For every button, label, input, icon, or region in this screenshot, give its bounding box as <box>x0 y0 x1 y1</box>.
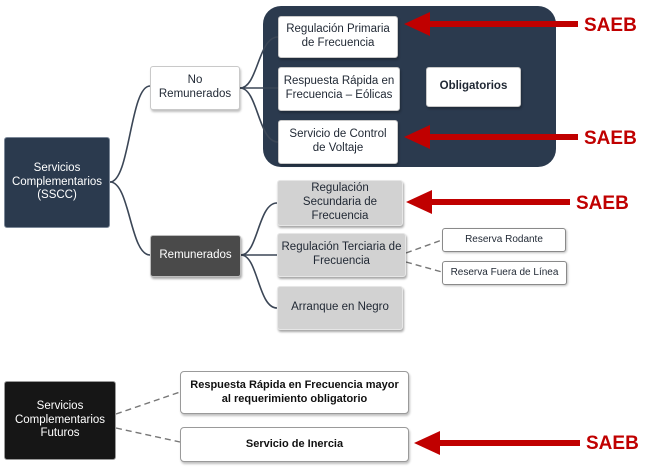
subitem-reserva-rodante: Reserva Rodante <box>442 228 566 252</box>
remunerados-label: Remunerados <box>159 249 232 262</box>
service-control-voltaje: Servicio de Control de Voltaje <box>278 120 398 164</box>
service-label: Arranque en Negro <box>291 301 389 314</box>
subitem-label: Reserva Fuera de Línea <box>450 267 559 278</box>
saeb-arrow-head <box>414 431 440 455</box>
futuros-label: Servicios Complementarios Futuros <box>14 399 106 440</box>
no-remunerados-label: No Remunerados <box>158 74 232 100</box>
service-regulacion-secundaria: Regulación Secundaria de Frecuencia <box>277 180 403 226</box>
future-respuesta-rapida: Respuesta Rápida en Frecuencia mayor al … <box>180 371 409 414</box>
service-label: Servicio de Control de Voltaje <box>289 128 387 154</box>
subitem-reserva-fuera-linea: Reserva Fuera de Línea <box>442 261 567 285</box>
service-regulacion-primaria: Regulación Primaria de Frecuencia <box>278 16 398 58</box>
service-label: Respuesta Rápida en Frecuencia – Eólicas <box>283 75 395 101</box>
obligatorios-label: Obligatorios <box>439 80 508 93</box>
service-label: Regulación Terciaria de Frecuencia <box>281 241 402 267</box>
saeb-label: SAEB <box>584 128 637 149</box>
root-node: Servicios Complementarios (SSCC) <box>4 137 110 228</box>
saeb-arrow-head <box>406 190 432 214</box>
root-label: Servicios Complementarios (SSCC) <box>11 161 103 202</box>
saeb-arrow-head <box>404 125 430 149</box>
service-regulacion-terciaria: Regulación Terciaria de Frecuencia <box>277 233 406 277</box>
future-label: Servicio de Inercia <box>245 437 344 450</box>
saeb-label: SAEB <box>576 193 629 214</box>
saeb-label: SAEB <box>586 433 639 454</box>
obligatorios-label-box: Obligatorios <box>426 67 521 107</box>
saeb-arrow-head <box>404 12 430 36</box>
no-remunerados-node: No Remunerados <box>150 66 240 110</box>
remunerados-node: Remunerados <box>150 235 241 277</box>
service-label: Regulación Secundaria de Frecuencia <box>302 182 378 222</box>
future-label: Respuesta Rápida en Frecuencia mayor al … <box>190 379 399 405</box>
service-label: Regulación Primaria de Frecuencia <box>286 23 390 49</box>
service-respuesta-rapida-eolicas: Respuesta Rápida en Frecuencia – Eólicas <box>278 67 400 111</box>
future-servicio-inercia: Servicio de Inercia <box>180 427 409 462</box>
service-arranque-negro: Arranque en Negro <box>277 286 403 330</box>
saeb-label: SAEB <box>584 15 637 36</box>
subitem-label: Reserva Rodante <box>465 234 543 245</box>
futuros-node: Servicios Complementarios Futuros <box>4 381 116 460</box>
